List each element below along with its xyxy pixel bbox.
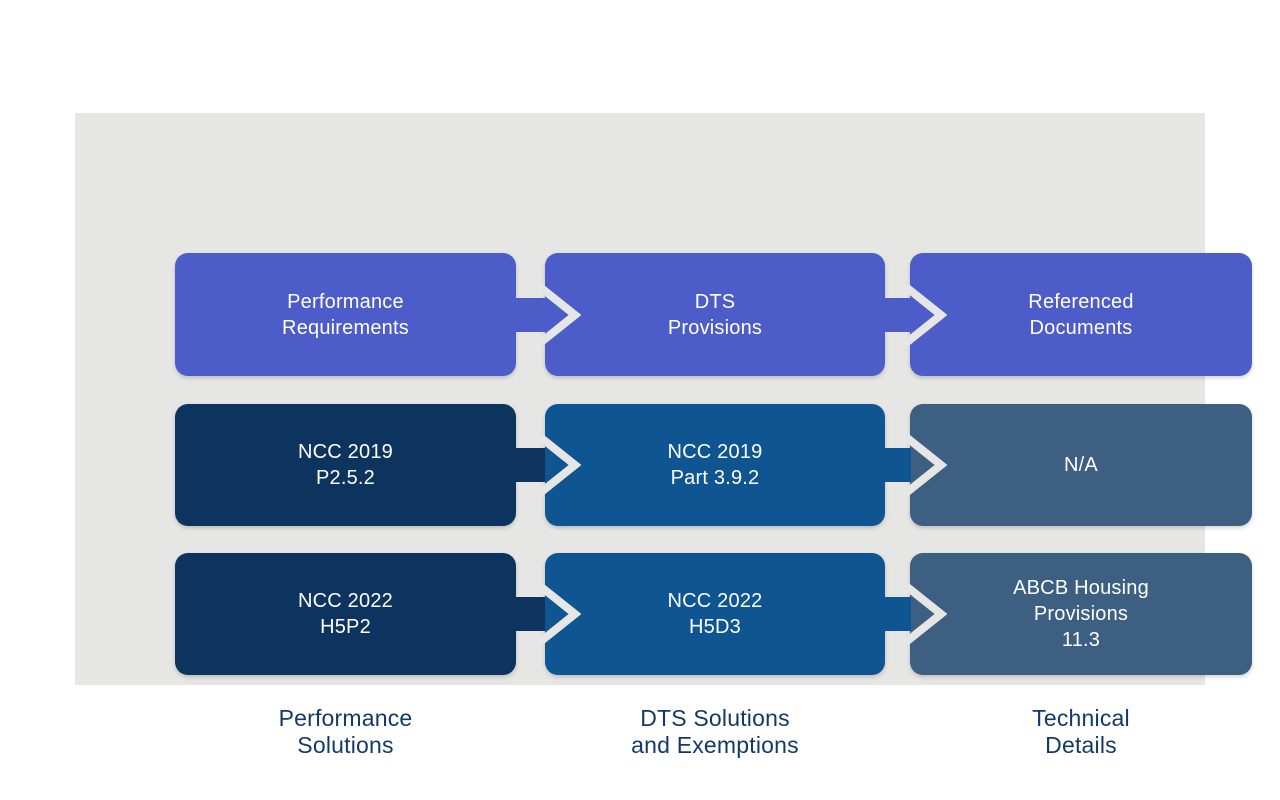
- box-text-line: 11.3: [1061, 629, 1101, 651]
- box-performance-requirements: Performance Requirements: [175, 253, 516, 376]
- box-text-line: DTS: [694, 290, 736, 313]
- box-abcb-housing-provisions: ABCB Housing Provisions 11.3: [910, 553, 1252, 675]
- box-text-line: Requirements: [282, 316, 409, 339]
- label-line: DTS Solutions: [640, 705, 790, 731]
- box-ncc2019-p252: NCC 2019 P2.5.2: [175, 404, 516, 526]
- box-text-line: Provisions: [667, 316, 763, 339]
- column-label-dts-solutions-and-exemptions: DTS Solutions and Exemptions: [545, 705, 885, 759]
- box-ncc2022-h5d3: NCC 2022 H5D3: [545, 553, 885, 675]
- box-not-applicable: N/A: [910, 404, 1252, 526]
- box-text-line: H5P2: [320, 616, 371, 638]
- box-ncc2019-part392: NCC 2019 Part 3.9.2: [545, 404, 885, 526]
- column-label-performance-solutions: Performance Solutions: [175, 705, 516, 759]
- box-text-line: NCC 2022: [298, 590, 393, 612]
- label-line: Details: [1045, 732, 1117, 758]
- label-line: Technical: [1032, 705, 1130, 731]
- box-text-line: N/A: [1064, 454, 1098, 476]
- box-text-line: NCC 2019: [298, 441, 393, 463]
- diagram-panel: Performance Requirements DTS Provisions …: [75, 113, 1252, 758]
- box-referenced-documents: Referenced Documents: [910, 253, 1252, 376]
- label-line: and Exemptions: [631, 732, 799, 758]
- box-text-line: Referenced: [1028, 290, 1134, 313]
- box-text-line: Provisions: [1033, 603, 1129, 625]
- box-text-line: H5D3: [689, 616, 741, 638]
- box-text-line: Part 3.9.2: [670, 467, 760, 489]
- box-text-line: Documents: [1029, 316, 1133, 339]
- box-text-line: NCC 2022: [667, 590, 763, 612]
- box-text-line: NCC 2019: [667, 441, 763, 463]
- box-ncc2022-h5p2: NCC 2022 H5P2: [175, 553, 516, 675]
- label-line: Solutions: [297, 732, 394, 758]
- box-dts-provisions: DTS Provisions: [545, 253, 885, 376]
- box-text-line: P2.5.2: [315, 467, 376, 489]
- label-line: Performance: [278, 705, 413, 731]
- box-text-line: Performance: [287, 290, 404, 313]
- box-text-line: ABCB Housing: [1013, 577, 1149, 599]
- column-label-technical-details: Technical Details: [910, 705, 1252, 759]
